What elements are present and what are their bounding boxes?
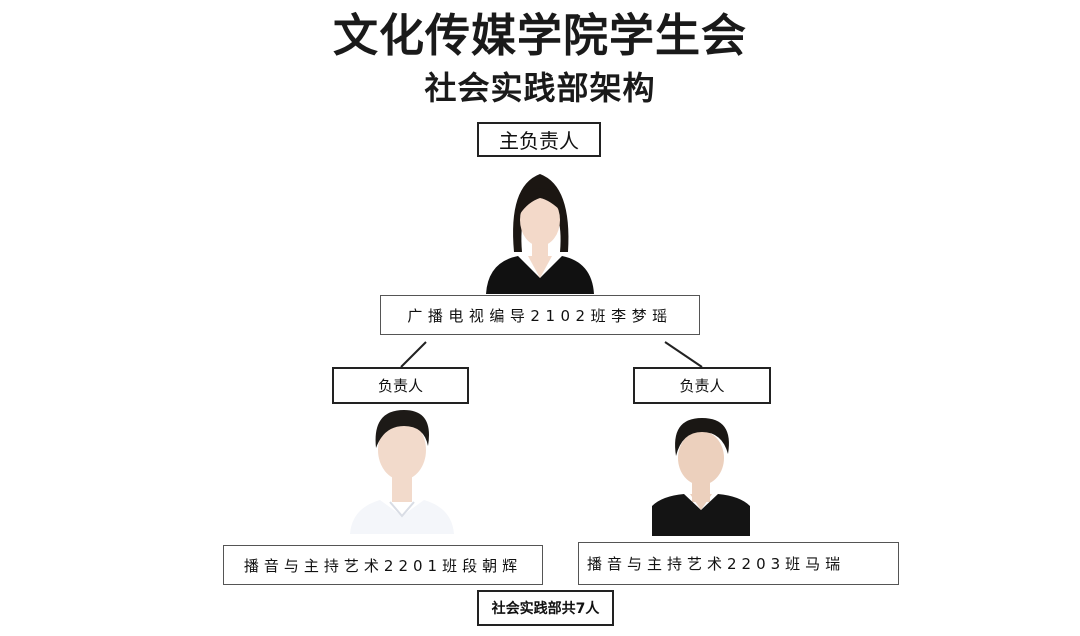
left-role-label: 负责人 bbox=[377, 377, 423, 395]
left-portrait bbox=[350, 410, 454, 534]
head-role-label: 主负责人 bbox=[499, 129, 579, 153]
left-portrait-hair bbox=[375, 410, 429, 448]
right-name-box: 播音与主持艺术2203班马瑞 bbox=[578, 542, 899, 585]
left-name-label: 播音与主持艺术2201班段朝辉 bbox=[243, 556, 523, 575]
head-role-box: 主负责人 bbox=[477, 122, 601, 157]
head-name-box: 广播电视编导2102班李梦瑶 bbox=[380, 295, 700, 335]
right-role-box: 负责人 bbox=[633, 367, 771, 404]
right-portrait-face bbox=[678, 431, 724, 485]
connector-right bbox=[664, 341, 703, 368]
left-portrait-face bbox=[378, 420, 426, 480]
head-portrait-face bbox=[520, 194, 560, 246]
page-subtitle: 社会实践部架构 bbox=[424, 69, 656, 107]
member-count-box: 社会实践部共7人 bbox=[477, 590, 614, 626]
head-portrait-collar bbox=[528, 256, 552, 278]
right-name-label: 播音与主持艺术2203班马瑞 bbox=[587, 555, 846, 573]
right-portrait-hair bbox=[675, 418, 729, 456]
left-portrait-neck bbox=[392, 476, 412, 502]
left-name-box: 播音与主持艺术2201班段朝辉 bbox=[223, 545, 543, 585]
right-role-label: 负责人 bbox=[679, 377, 725, 395]
head-name-label: 广播电视编导2102班李梦瑶 bbox=[407, 306, 673, 325]
member-count-label: 社会实践部共7人 bbox=[491, 601, 600, 617]
right-portrait-shirt bbox=[652, 494, 750, 536]
head-portrait-fringe bbox=[520, 188, 562, 214]
connector-left bbox=[400, 341, 427, 368]
left-role-box: 负责人 bbox=[332, 367, 469, 404]
head-portrait bbox=[486, 174, 594, 294]
head-portrait-shirt bbox=[486, 256, 594, 294]
right-portrait-collar bbox=[690, 494, 712, 510]
right-portrait bbox=[652, 418, 750, 536]
page-title: 文化传媒学院学生会 bbox=[332, 9, 747, 62]
left-portrait-shirt-fold bbox=[389, 501, 415, 518]
